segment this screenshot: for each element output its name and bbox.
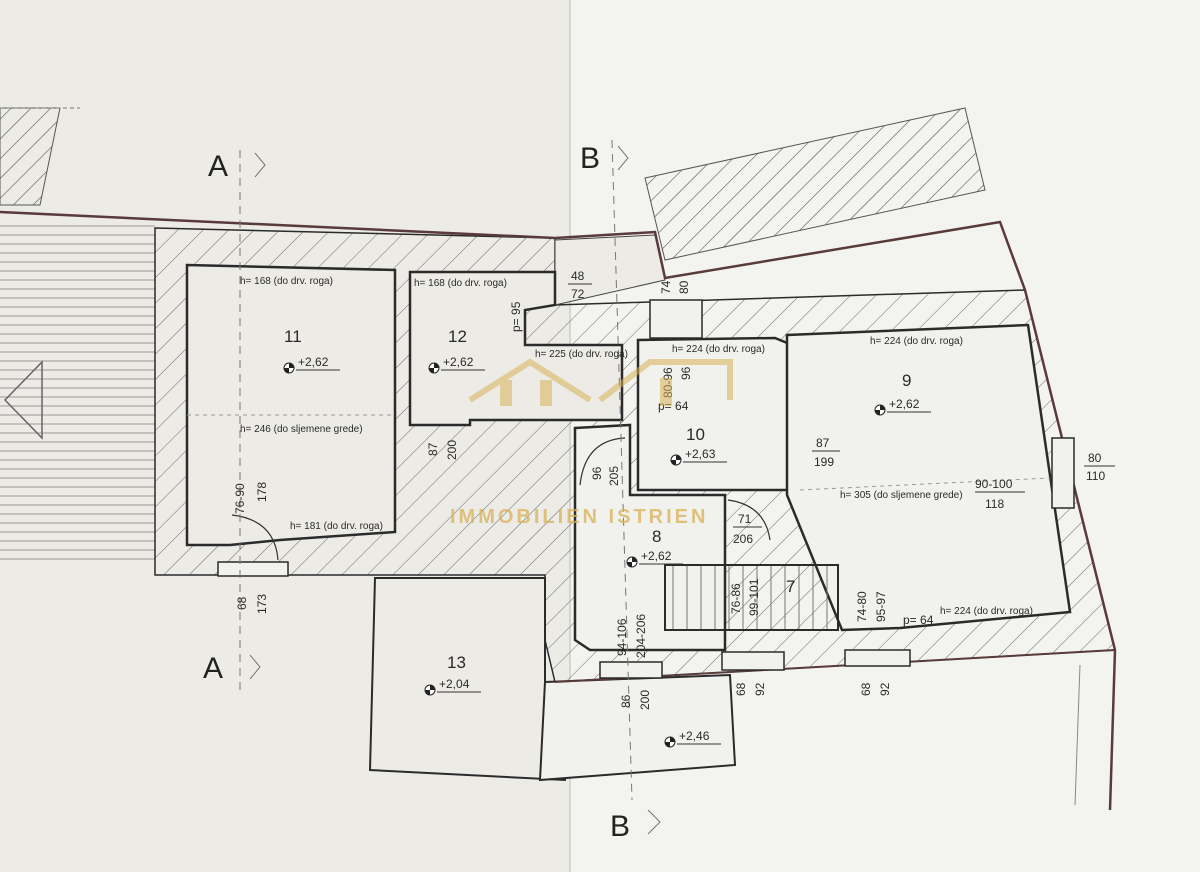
- room-number: 12: [448, 327, 467, 346]
- dimension-label: 76-86: [729, 583, 743, 614]
- window-east: [1051, 437, 1075, 509]
- section-arrow-a-bottom: [249, 654, 261, 680]
- dimension-label: 72: [571, 287, 585, 301]
- dimension-label: 74-80: [855, 591, 869, 622]
- divider-9: [799, 477, 1051, 491]
- height-note: h= 168 (do drv. roga): [240, 276, 333, 287]
- height-note: h= 225 (do drv. roga): [535, 349, 628, 360]
- dimension-label: 87: [426, 442, 440, 456]
- elevation-label: +2,63: [685, 447, 716, 461]
- room-number: 9: [902, 371, 911, 390]
- dimension-label: 92: [753, 682, 767, 696]
- height-note: h= 224 (do drv. roga): [940, 606, 1033, 617]
- dimension-label: 86: [619, 694, 633, 708]
- window-north: [649, 299, 703, 339]
- dimension-label: 206: [733, 532, 753, 546]
- level-marker: [626, 556, 683, 568]
- elevation-label: +2,62: [298, 355, 329, 369]
- window-south-2: [844, 649, 911, 667]
- terrace-front: [538, 673, 737, 782]
- elevation-label: +2,62: [889, 397, 920, 411]
- dimension-label: 94-106: [615, 618, 629, 656]
- dimension-label: 80: [677, 280, 691, 294]
- dimension-label: 76-90: [233, 483, 247, 514]
- dimension-label: 99-101: [747, 578, 761, 616]
- dimension-label: 87: [816, 436, 830, 450]
- room-number: 13: [447, 653, 466, 672]
- section-label-a-top: A: [208, 150, 228, 183]
- dimension-label: 95-97: [874, 591, 888, 622]
- section-arrow-b-top: [617, 145, 629, 171]
- height-note: h= 224 (do drv. roga): [870, 336, 963, 347]
- neighbour-building-left: [0, 107, 61, 206]
- room-7-stairs: [664, 564, 839, 631]
- property-outline: [0, 210, 1117, 811]
- level-marker: [874, 404, 931, 416]
- dimension-label: 178: [255, 482, 269, 502]
- height-note: h= 246 (do sljemene grede): [240, 424, 363, 435]
- dimension-label: 200: [638, 690, 652, 710]
- section-label-b-bottom: B: [610, 810, 630, 843]
- level-marker: [664, 736, 721, 748]
- watermark-logo: [468, 358, 733, 406]
- dimension-label: p= 64: [903, 613, 934, 627]
- dimension-label: 96: [590, 466, 604, 480]
- dimension-label: 68: [859, 682, 873, 696]
- dimension-label: 68: [734, 682, 748, 696]
- dimension-label: 173: [255, 594, 269, 614]
- height-note: h= 224 (do drv. roga): [672, 344, 765, 355]
- section-label-b-top: B: [580, 142, 600, 175]
- room-number: 8: [652, 527, 661, 546]
- dimension-label: 80: [1088, 451, 1102, 465]
- boundary-line: [1074, 664, 1081, 806]
- door-swing-8: [579, 437, 626, 486]
- height-note: h= 181 (do drv. roga): [290, 521, 383, 532]
- room-number: 10: [686, 425, 705, 444]
- dimension-label: 68: [235, 596, 249, 610]
- window-south-1: [721, 651, 785, 671]
- door-south: [599, 661, 663, 679]
- section-line-b: [611, 139, 633, 801]
- dimension-label: 48: [571, 269, 585, 283]
- elevation-label: +2,04: [439, 677, 470, 691]
- elevation-label: +2,46: [679, 729, 710, 743]
- dimension-label: 205: [607, 466, 621, 486]
- level-marker: [424, 684, 481, 696]
- section-label-a-bottom: A: [203, 652, 223, 685]
- dimension-label: 92: [878, 682, 892, 696]
- terrace-left: [0, 218, 155, 566]
- room-number: 11: [284, 327, 302, 346]
- level-marker: [283, 362, 340, 374]
- dimension-label: p= 95: [509, 301, 523, 332]
- dimension-label: 199: [814, 455, 834, 469]
- door-west: [217, 561, 289, 577]
- height-note: h= 305 (do sljemene grede): [840, 490, 963, 501]
- level-marker: [670, 454, 727, 466]
- elevation-label: +2,62: [443, 355, 474, 369]
- level-marker: [428, 362, 485, 374]
- dimension-label: 204-206: [634, 614, 648, 658]
- room-11: [185, 263, 397, 547]
- dimension-label: 200: [445, 440, 459, 460]
- height-note: h= 168 (do drv. roga): [414, 278, 507, 289]
- dimension-label: 90-100: [975, 477, 1013, 491]
- dimension-label: 71: [738, 512, 752, 526]
- room-9: [785, 323, 1072, 632]
- door-swing-10: [727, 499, 771, 541]
- section-arrow-b-bottom: [647, 809, 661, 835]
- neighbour-building-right: [644, 107, 986, 261]
- elevation-label: +2,62: [641, 549, 672, 563]
- dimension-label: 118: [985, 497, 1004, 511]
- section-arrow-a-top: [254, 152, 266, 178]
- watermark-brand: IMMOBILIEN ISTRIEN: [450, 506, 708, 528]
- dimension-label: 96: [679, 366, 693, 380]
- room-number: 7: [786, 577, 795, 596]
- dimension-label: 74: [659, 280, 673, 294]
- direction-arrow-icon: [3, 360, 43, 440]
- dimension-label: 110: [1086, 469, 1105, 483]
